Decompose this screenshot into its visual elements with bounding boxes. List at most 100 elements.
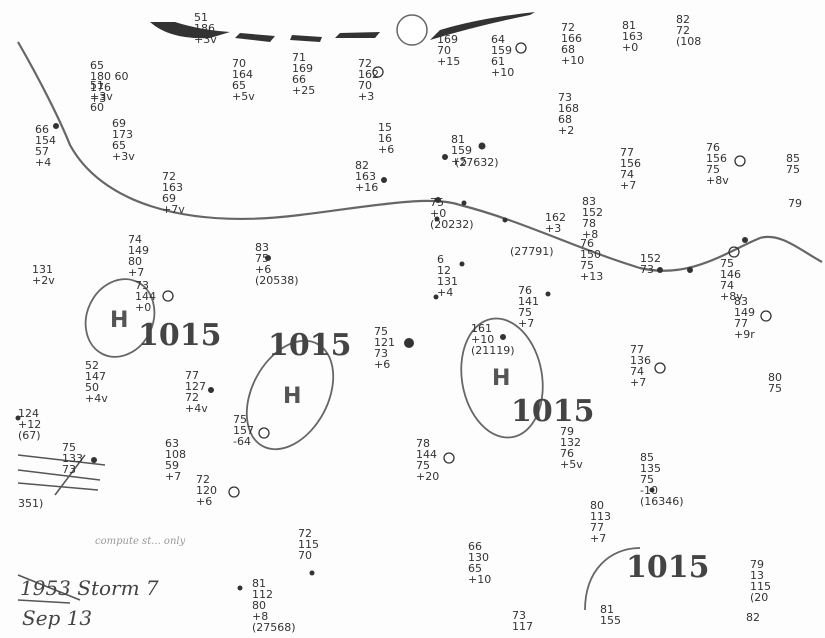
station-value: 159: [451, 144, 472, 157]
station-value: 156: [706, 152, 727, 165]
station-value: 112: [252, 588, 273, 601]
station-value: 65: [468, 562, 482, 575]
high-marker-h2: H: [283, 384, 302, 409]
station-plot-s53: 351): [18, 498, 43, 509]
station-value: 79: [788, 197, 802, 210]
station-value: 166: [561, 32, 582, 45]
station-value: 163: [355, 170, 376, 183]
station-value: +3v: [112, 150, 135, 163]
front-barbs: [657, 237, 748, 273]
station-value: 73: [62, 463, 76, 476]
station-value: 77: [590, 521, 604, 534]
station-plot-s60: 82: [746, 612, 760, 623]
station-value: +7: [165, 470, 182, 483]
station-plot-s22: (27632): [455, 157, 499, 168]
station-value: 83: [582, 195, 596, 208]
station-value: 75: [518, 306, 532, 319]
high-marker-h3: H: [492, 366, 511, 391]
station-value: 82: [746, 611, 760, 624]
station-value: +13: [580, 270, 604, 283]
station-value: 82: [355, 159, 369, 172]
station-value: 79: [560, 425, 574, 438]
station-value: 75: [430, 196, 444, 209]
station-value: 68: [558, 113, 572, 126]
pressure-label-h3: 1015: [511, 394, 595, 429]
station-value: +10: [491, 66, 515, 79]
station-value: 76: [518, 284, 532, 297]
station-value: 168: [558, 102, 579, 115]
station-value: 154: [35, 134, 56, 147]
station-value: 80: [128, 255, 142, 268]
station-value: (27568): [252, 621, 296, 634]
station-value: +3: [90, 92, 107, 105]
station-value: 131: [437, 275, 458, 288]
station-value: 149: [734, 306, 755, 319]
station-value: 152: [582, 206, 603, 219]
station-value: 69: [112, 117, 126, 130]
station-value: 73: [135, 279, 149, 292]
station-value: 70: [232, 57, 246, 70]
station-value: +8v: [720, 290, 743, 303]
station-value: +6: [196, 495, 213, 508]
station-value: +3v: [194, 33, 217, 46]
station-value: 65: [232, 79, 246, 92]
station-value: -10: [640, 484, 658, 497]
station-value: 83: [255, 241, 269, 254]
high-marker-h1: H: [110, 308, 129, 333]
high-ellipse-1: [84, 278, 156, 358]
high-ellipse-2: [245, 339, 335, 451]
station-plot-s24: 162+3: [545, 212, 566, 234]
station-value: 75: [768, 382, 782, 395]
station-value: +7: [128, 266, 145, 279]
station-value: 80: [252, 599, 266, 612]
station-value: 146: [720, 268, 741, 281]
station-value: 136: [630, 354, 651, 367]
station-value: +4v: [85, 392, 108, 405]
station-value: 75: [255, 252, 269, 265]
station-value: 72: [358, 57, 372, 70]
station-value: 161: [471, 322, 492, 335]
station-value: 51: [194, 11, 208, 24]
station-value: 75: [720, 257, 734, 270]
station-dots: [15, 123, 655, 591]
bottom-left-lines: [17, 454, 106, 604]
station-value: 74: [128, 233, 142, 246]
station-value: 127: [185, 380, 206, 393]
station-value: 169: [437, 33, 458, 46]
station-value: 75: [62, 441, 76, 454]
station-value: 164: [232, 68, 253, 81]
station-value: +5v: [560, 458, 583, 471]
station-plot-s44: 124+12(67): [18, 408, 41, 441]
station-value: 80: [768, 371, 782, 384]
station-value: 351): [18, 497, 44, 510]
station-value: 76: [560, 447, 574, 460]
station-value: +3: [545, 222, 562, 235]
station-value: 85: [640, 451, 654, 464]
station-value: 68: [561, 43, 575, 56]
station-value: 50: [85, 381, 99, 394]
station-value: +25: [292, 84, 316, 97]
station-value: +3: [358, 90, 375, 103]
station-value: 147: [85, 370, 106, 383]
station-value: 73: [640, 263, 654, 276]
station-value: 108: [165, 448, 186, 461]
station-value: 75: [640, 473, 654, 486]
station-value: 73: [374, 347, 388, 360]
station-value: +8: [252, 610, 269, 623]
station-value: +10: [561, 54, 585, 67]
station-value: 74: [620, 168, 634, 181]
station-value: 150: [580, 248, 601, 261]
station-value: (20232): [430, 218, 474, 231]
station-value: +15: [437, 55, 461, 68]
